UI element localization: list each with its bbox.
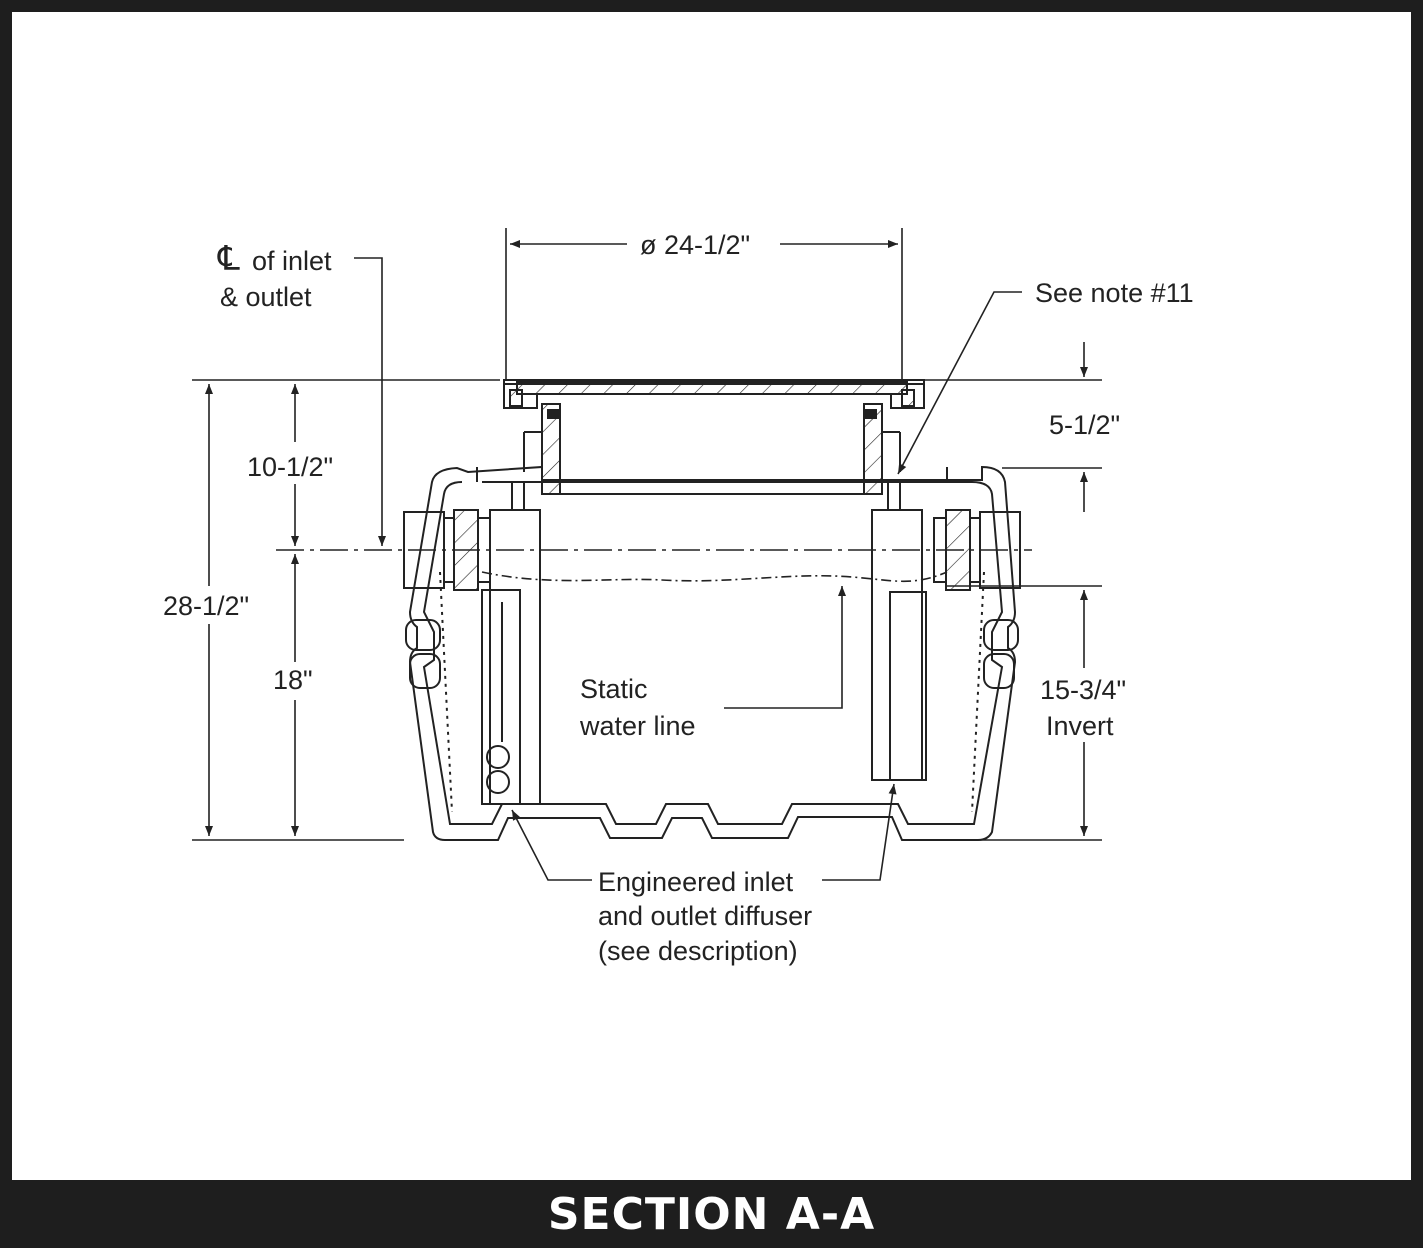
dim-5-half-label: 5-1/2" [1049,410,1120,440]
see-note-label: See note #11 [1035,278,1194,308]
static-label-line1: Static [580,674,648,704]
section-title: SECTION A-A [547,1188,876,1240]
diffuser-label-line3: (see description) [598,936,798,966]
dim-10-half-label: 10-1/2" [247,452,333,482]
section-drawing: ℄ of inlet & outlet ø 24-1/2" See note #… [163,228,1194,966]
tank-body [405,465,1019,841]
static-label-line2: water line [579,711,696,741]
diffuser-label-line1: Engineered inlet [598,867,794,897]
invert-value-label: 15-3/4" [1040,675,1126,705]
dimension-lines [192,228,1102,841]
dim-28-half-label: 28-1/2" [163,591,249,621]
dim-18-label: 18" [273,665,313,695]
drawing-sheet: ℄ of inlet & outlet ø 24-1/2" See note #… [12,12,1411,1180]
diameter-dimension-label: ø 24-1/2" [640,230,750,260]
invert-word-label: Invert [1046,711,1114,741]
inlet-diffuser [481,481,541,805]
leader-lines [354,257,1022,881]
static-water-line [481,571,948,583]
diffuser-label-line2: and outlet diffuser [598,901,812,931]
centerline-label-line1: of inlet [252,246,332,276]
centerline-label-line2: & outlet [220,282,312,312]
title-bar: SECTION A-A [0,1180,1423,1248]
outlet-diffuser [871,481,927,781]
riser-lid [503,379,925,495]
centerline-symbol: ℄ [217,240,240,278]
